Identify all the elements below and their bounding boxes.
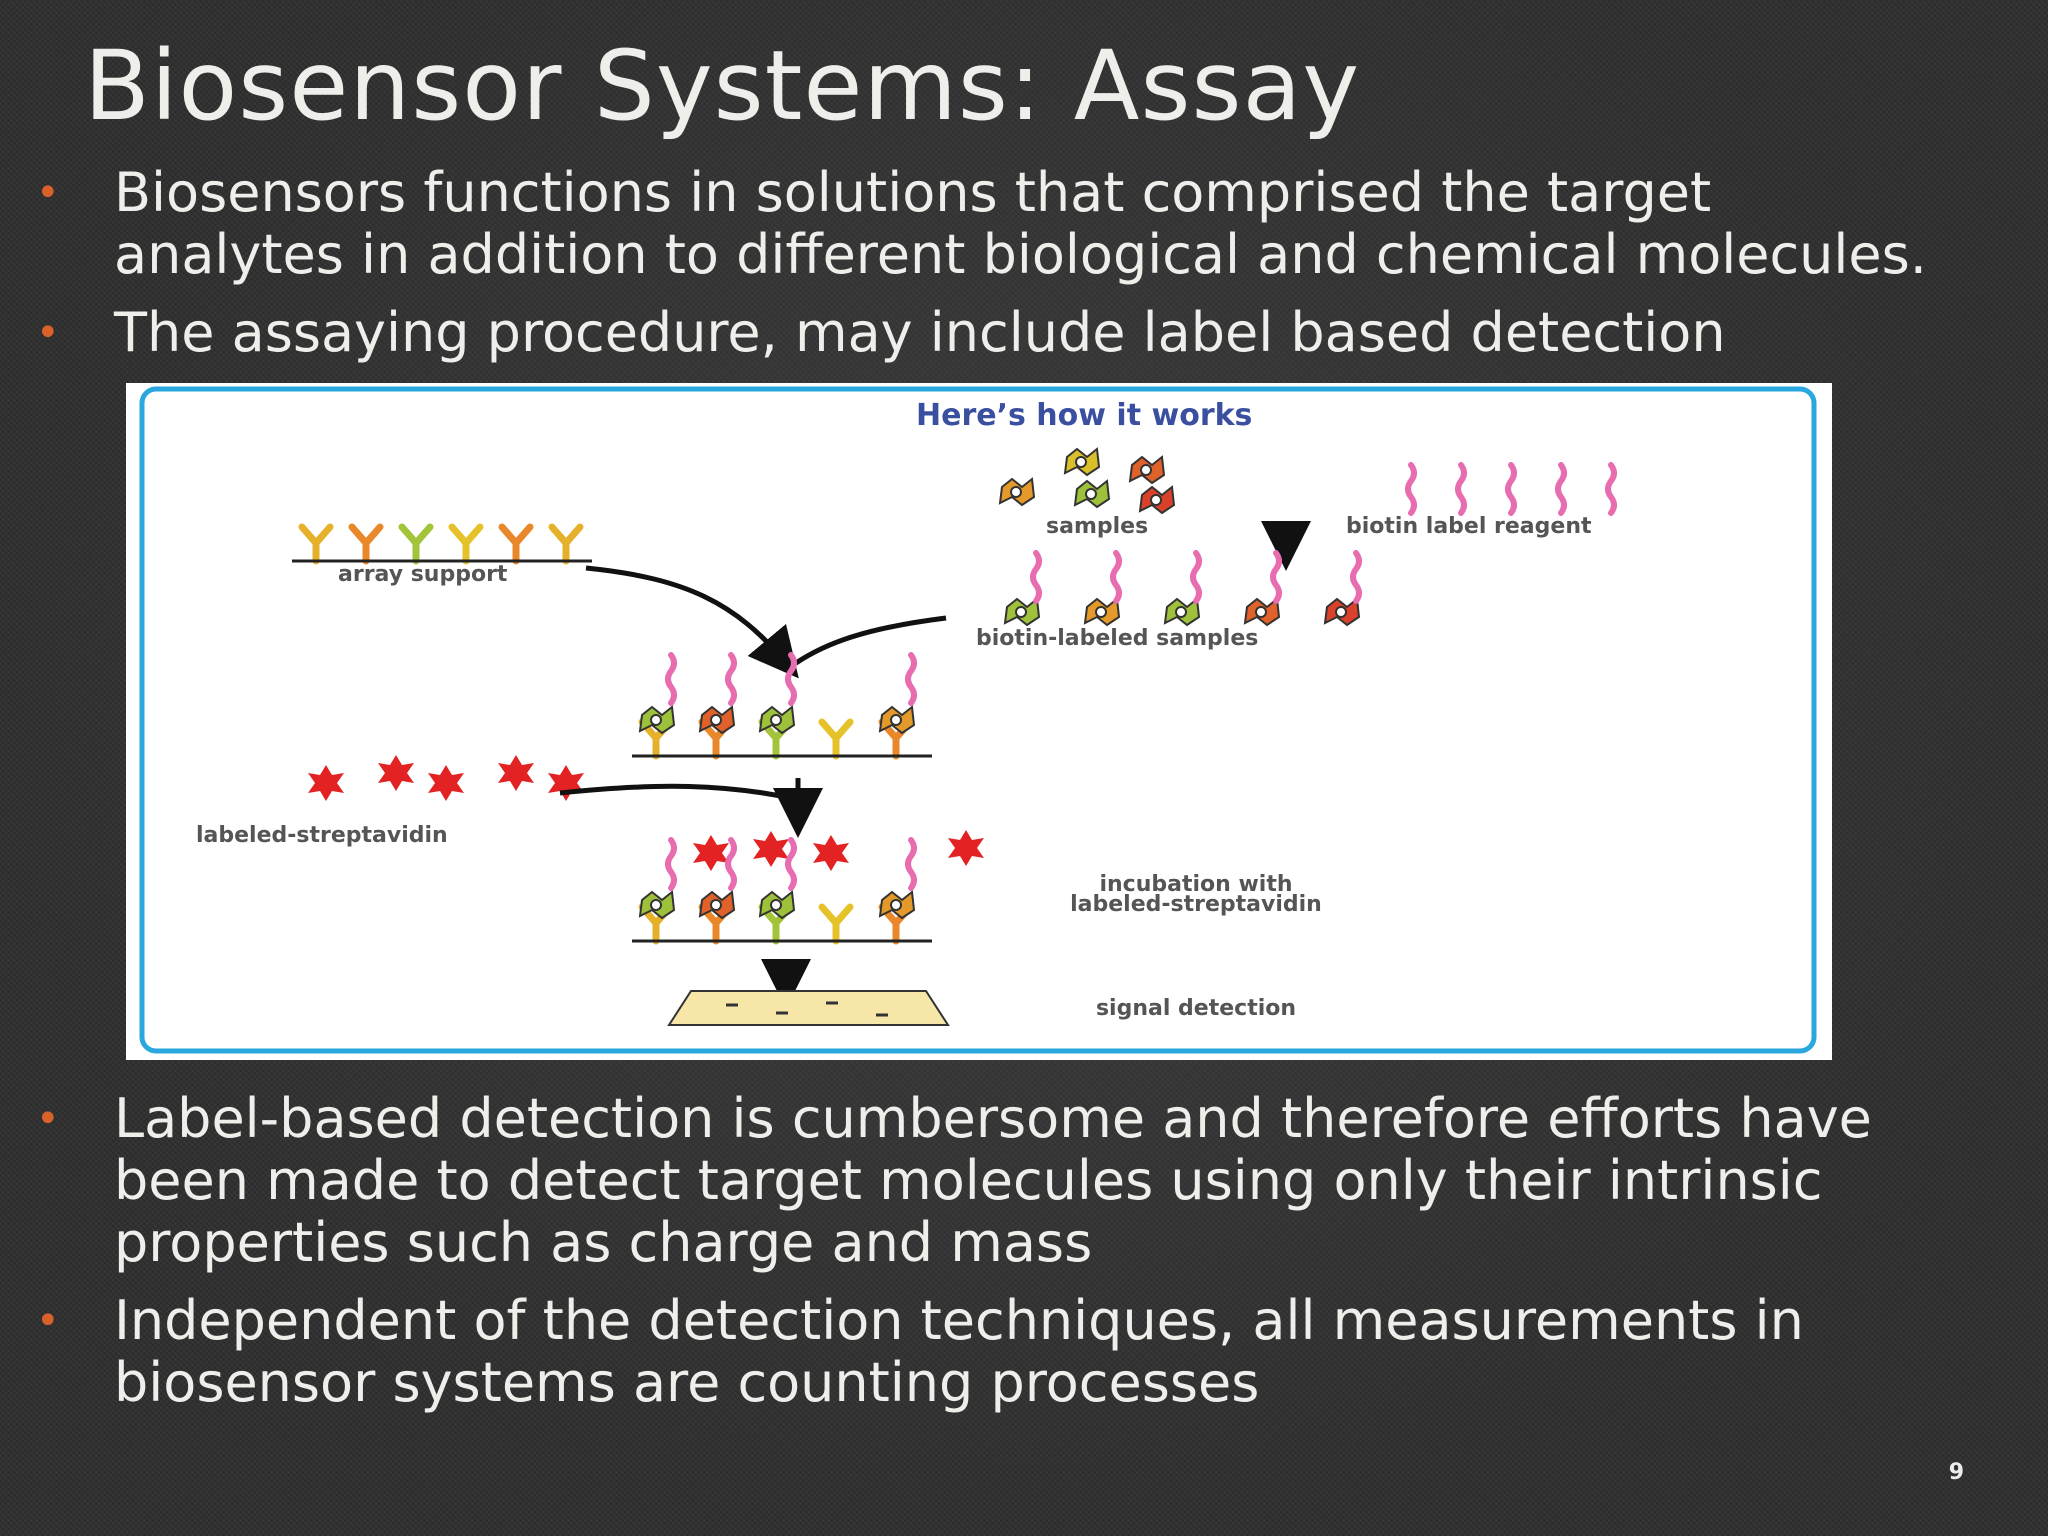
biotin-labeled-samples-icon xyxy=(1004,553,1359,626)
incubation-label-line2: labeled-streptavidin xyxy=(1070,892,1322,917)
captured-array-icon xyxy=(632,655,932,756)
curved-arrow-icon xyxy=(794,615,947,666)
bullet-dot-icon: • xyxy=(36,170,60,216)
bullet-text: Biosensors functions in solutions that c… xyxy=(114,161,1927,286)
bullet-dot-icon: • xyxy=(36,1298,60,1344)
bullet-text: The assaying procedure, may include labe… xyxy=(114,301,1726,364)
assay-diagram-svg: Here’s how it works samples biotin label… xyxy=(139,386,1817,1054)
bullet-text: Independent of the detection techniques,… xyxy=(114,1289,1804,1414)
incubated-array-icon xyxy=(632,830,984,941)
assay-diagram: Here’s how it works samples biotin label… xyxy=(126,383,1832,1060)
bullet-item: • Biosensors functions in solutions that… xyxy=(36,162,1956,286)
bullet-item: • Independent of the detection technique… xyxy=(36,1290,1916,1414)
detection-plate-icon xyxy=(667,990,950,1026)
samples-icon xyxy=(999,448,1175,514)
bullet-dot-icon: • xyxy=(36,1096,60,1142)
array-support-icon xyxy=(292,527,592,561)
curved-arrow-icon xyxy=(559,783,807,804)
curved-arrow-icon xyxy=(585,565,799,679)
biotin-labeled-samples-label: biotin-labeled samples xyxy=(976,626,1258,651)
bullet-text: Label-based detection is cumbersome and … xyxy=(114,1087,1872,1274)
biotin-reagent-icon xyxy=(1408,465,1614,513)
incubation-label-line1: incubation with xyxy=(1099,872,1292,897)
streptavidin-label: labeled-streptavidin xyxy=(196,823,448,848)
signal-detection-label: signal detection xyxy=(1096,996,1296,1021)
bullet-item: • Label-based detection is cumbersome an… xyxy=(36,1088,1916,1274)
slide-title: Biosensor Systems: Assay xyxy=(84,30,1361,142)
biotin-reagent-label: biotin label reagent xyxy=(1346,514,1592,539)
bullet-dot-icon: • xyxy=(36,310,60,356)
page-number: 9 xyxy=(1948,1460,1964,1485)
figure-border xyxy=(139,386,1817,1054)
bullet-item: • The assaying procedure, may include la… xyxy=(36,302,1956,364)
samples-label: samples xyxy=(1046,514,1148,539)
array-support-label: array support xyxy=(338,562,508,587)
figure-heading: Here’s how it works xyxy=(916,398,1252,433)
streptavidin-icon xyxy=(308,755,584,801)
